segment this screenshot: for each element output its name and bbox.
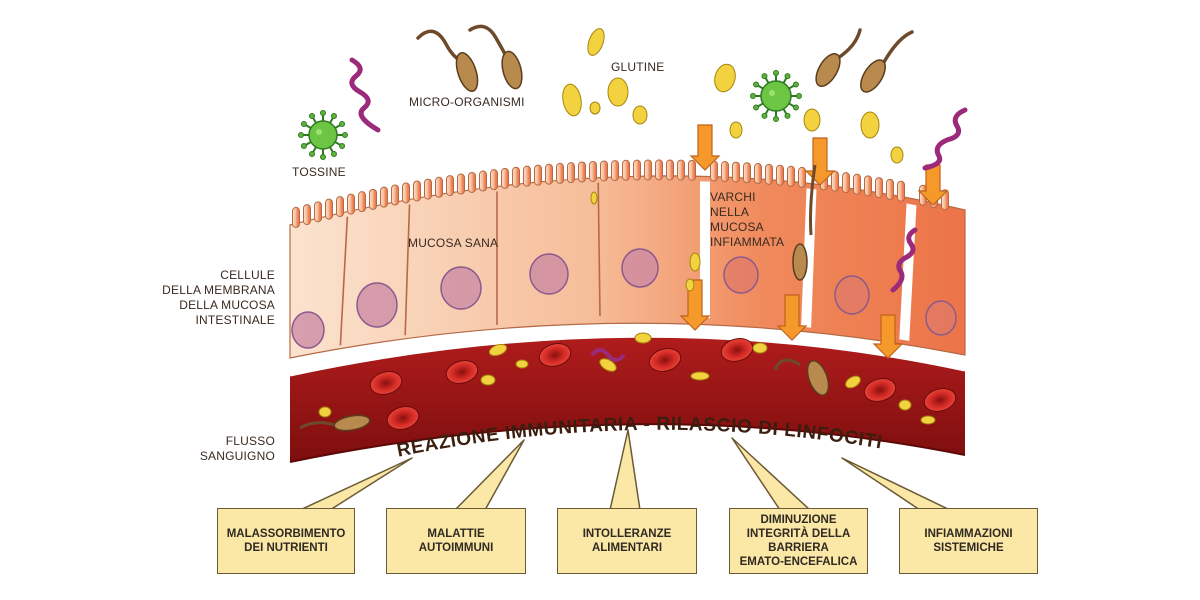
microvillus <box>622 159 630 181</box>
pathogens <box>298 24 968 293</box>
arrow-icon <box>689 124 721 171</box>
microvillus <box>611 160 619 182</box>
microvillus <box>578 161 586 183</box>
microvillus <box>523 165 531 187</box>
arrow-icon <box>776 294 808 341</box>
microvillus <box>545 163 553 185</box>
microvillus <box>534 164 542 186</box>
arrow-icon <box>804 137 836 186</box>
arrow-icon <box>872 314 904 359</box>
red-blood-cell <box>923 388 957 412</box>
microvillus <box>842 172 850 194</box>
microvillus <box>292 206 300 228</box>
red-blood-cell <box>538 343 572 367</box>
microvillus <box>358 191 366 213</box>
microvillus <box>589 160 597 182</box>
gluten-particles-in-blood <box>318 332 936 425</box>
mucosa-cell-layer <box>289 159 966 359</box>
microvillus <box>391 184 399 206</box>
red-blood-cell <box>386 406 420 430</box>
microvillus <box>732 161 740 183</box>
effect-box-malabsorption: MALASSORBIMENTO DEI NUTRIENTI <box>217 508 355 574</box>
microvillus <box>886 178 894 200</box>
toxin-virus <box>298 70 802 160</box>
microvillus <box>435 176 443 198</box>
microvillus <box>479 170 487 192</box>
microvillus <box>677 159 685 181</box>
effect-box-blood-brain-barrier: DIMINUZIONE INTEGRITÀ DELLA BARRIERA EMA… <box>729 508 868 574</box>
label-gluten: GLUTINE <box>611 60 665 74</box>
microvillus <box>512 166 520 188</box>
microvillus <box>369 188 377 210</box>
microvillus <box>644 159 652 181</box>
microvillus <box>798 166 806 188</box>
effect-box-systemic-inflammation: INFIAMMAZIONI SISTEMICHE <box>899 508 1038 574</box>
microvillus <box>457 173 465 195</box>
label-membrane-cells: CELLULE DELLA MEMBRANA DELLA MUCOSA INTE… <box>162 268 275 327</box>
arrow-icon <box>679 279 711 331</box>
microvillus <box>303 204 311 226</box>
microvillus <box>633 159 641 181</box>
effect-box-intolerance: INTOLLERANZE ALIMENTARI <box>557 508 697 574</box>
microvillus <box>721 161 729 183</box>
arrow-icon <box>917 164 949 206</box>
microvillus <box>336 196 344 218</box>
label-bloodstream: FLUSSO SANGUIGNO <box>199 434 275 463</box>
microvillus <box>347 193 355 215</box>
microvillus <box>325 198 333 220</box>
microvillus <box>776 164 784 186</box>
bacillus-icon <box>416 24 914 281</box>
gluten-icon <box>562 28 904 292</box>
microvillus <box>666 159 674 181</box>
microorganism-in-blood <box>299 348 830 432</box>
microvillus <box>413 180 421 202</box>
cell-nuclei <box>291 248 957 349</box>
microvillus <box>380 186 388 208</box>
microvillus <box>864 175 872 197</box>
red-blood-cell <box>445 360 479 384</box>
microvillus <box>897 180 905 202</box>
microvillus <box>314 201 322 223</box>
red-blood-cell <box>720 338 754 362</box>
microvillus <box>655 159 663 181</box>
microvillus <box>743 162 751 184</box>
red-blood-cell <box>648 348 682 372</box>
label-inflamed-gaps: VARCHI NELLA MUCOSA INFIAMMATA <box>710 190 785 249</box>
microvillus <box>688 159 696 181</box>
microvillus <box>875 177 883 199</box>
red-blood-cells <box>369 338 957 430</box>
microvillus <box>787 165 795 187</box>
microvillus <box>402 182 410 204</box>
red-blood-cell <box>369 371 403 395</box>
blood-vessel <box>289 332 966 463</box>
microvillus <box>424 178 432 200</box>
effect-box-autoimmune: MALATTIE AUTOIMMUNI <box>386 508 526 574</box>
microvillus <box>754 163 762 185</box>
label-healthy-mucosa: MUCOSA SANA <box>408 236 499 250</box>
label-toxins: TOSSINE <box>292 165 346 179</box>
microvillus <box>831 170 839 192</box>
red-blood-cell <box>863 378 897 402</box>
microvillus <box>446 175 454 197</box>
microvillus <box>556 162 564 184</box>
microvillus <box>501 167 509 189</box>
microvillus <box>468 171 476 193</box>
microvillus <box>600 160 608 182</box>
spirochete-icon <box>349 57 968 293</box>
microvillus <box>765 163 773 185</box>
label-microorganisms: MICRO-ORGANISMI <box>409 95 525 109</box>
microvillus <box>853 173 861 195</box>
microvillus <box>567 162 575 184</box>
microvillus <box>490 169 498 191</box>
